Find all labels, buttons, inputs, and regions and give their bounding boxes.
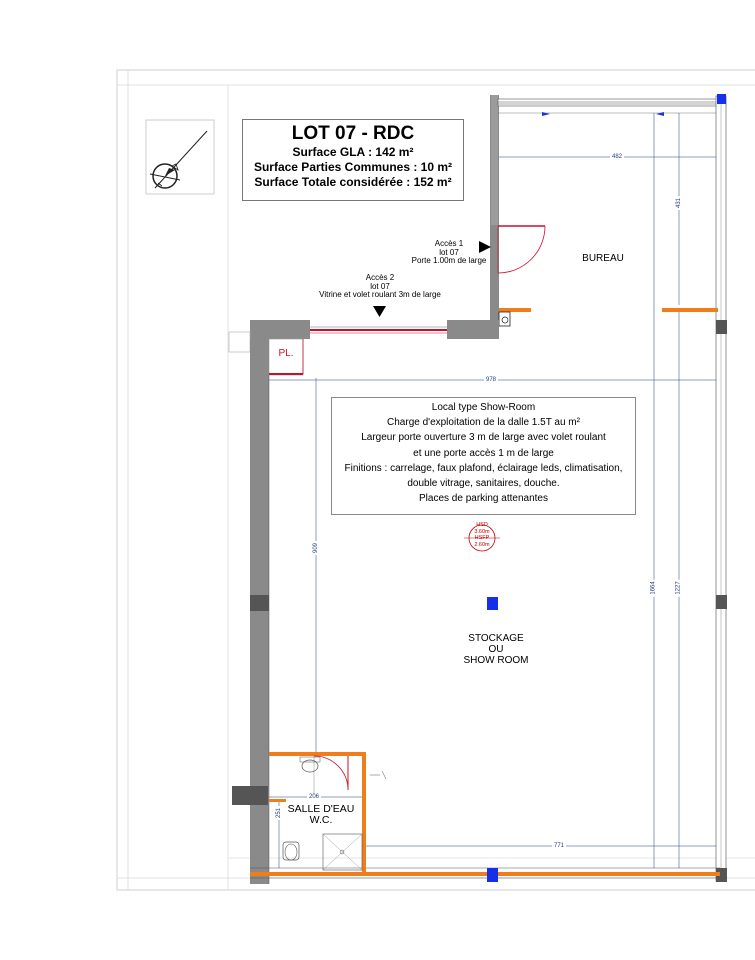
access1-arrow-icon bbox=[479, 241, 491, 253]
description-line: Finitions : carrelage, faux plafond, écl… bbox=[344, 462, 623, 474]
pillar-center bbox=[487, 597, 498, 610]
description-box: Local type Show-Room Charge d'exploitati… bbox=[331, 397, 636, 515]
surface-totale: Surface Totale considérée : 152 m² bbox=[254, 175, 452, 189]
bathroom bbox=[269, 752, 387, 872]
height-marker-icon bbox=[464, 524, 500, 552]
access1-label: Accès 1 lot 07 bbox=[434, 239, 464, 257]
description-line: Places de parking attenantes bbox=[419, 493, 548, 505]
description-line: et une porte accès 1 m de large bbox=[413, 447, 554, 459]
pillar-bottom bbox=[487, 868, 498, 882]
surface-gla: Surface GLA : 142 m² bbox=[292, 145, 414, 159]
wall-front-left bbox=[250, 320, 310, 339]
wall-front-right bbox=[447, 320, 499, 339]
surface-communes: Surface Parties Communes : 10 m² bbox=[253, 160, 453, 174]
dimension-label: 978 bbox=[484, 377, 499, 383]
dimension-label: 1664 bbox=[650, 579, 657, 597]
dimension-label: 431 bbox=[676, 195, 683, 211]
door-access1 bbox=[497, 225, 546, 274]
wall-bureau-top bbox=[497, 98, 727, 107]
lot-title-box: LOT 07 - RDC Surface GLA : 142 m² Surfac… bbox=[242, 119, 464, 201]
room-stockage: STOCKAGE OU SHOW ROOM bbox=[463, 633, 529, 666]
dimension-lines bbox=[269, 113, 716, 868]
sheet-border bbox=[116, 69, 755, 891]
dimension-label: 482 bbox=[610, 154, 625, 160]
lot-title: LOT 07 - RDC bbox=[291, 123, 415, 144]
north-arrow-icon bbox=[145, 119, 215, 195]
dimension-label: 251 bbox=[276, 805, 283, 821]
pillar-top-right bbox=[717, 94, 726, 104]
partition-bureau-right bbox=[662, 308, 718, 312]
description-line: Charge d'exploitation de la dalle 1.5T a… bbox=[387, 417, 580, 429]
room-bureau: BUREAU bbox=[582, 253, 624, 264]
room-pl: PL. bbox=[278, 348, 294, 359]
description-line: double vitrage, sanitaires, douche. bbox=[407, 478, 560, 490]
dimension-label: 909 bbox=[313, 540, 320, 556]
dimension-label: 771 bbox=[552, 843, 567, 849]
description-line: Largeur porte ouverture 3 m de large ave… bbox=[361, 432, 606, 444]
access1-door-label: Porte 1.00m de large bbox=[411, 256, 487, 265]
access2-arrow-icon bbox=[373, 306, 386, 317]
access2-label: Accès 2 lot 07 Vitrine et volet roulant … bbox=[319, 273, 441, 299]
description-line: Local type Show-Room bbox=[431, 402, 536, 413]
wall-bottom-orange bbox=[250, 872, 720, 876]
height-marker-text: HSD 3.60m HSFP 2.60m bbox=[474, 522, 490, 548]
dimension-label: 1227 bbox=[675, 579, 682, 597]
dimension-label: 206 bbox=[307, 794, 322, 800]
room-salle-eau: SALLE D'EAU W.C. bbox=[287, 803, 355, 826]
wall-left bbox=[250, 339, 269, 884]
partition-bureau-left bbox=[499, 308, 531, 312]
pl-box bbox=[268, 338, 304, 376]
